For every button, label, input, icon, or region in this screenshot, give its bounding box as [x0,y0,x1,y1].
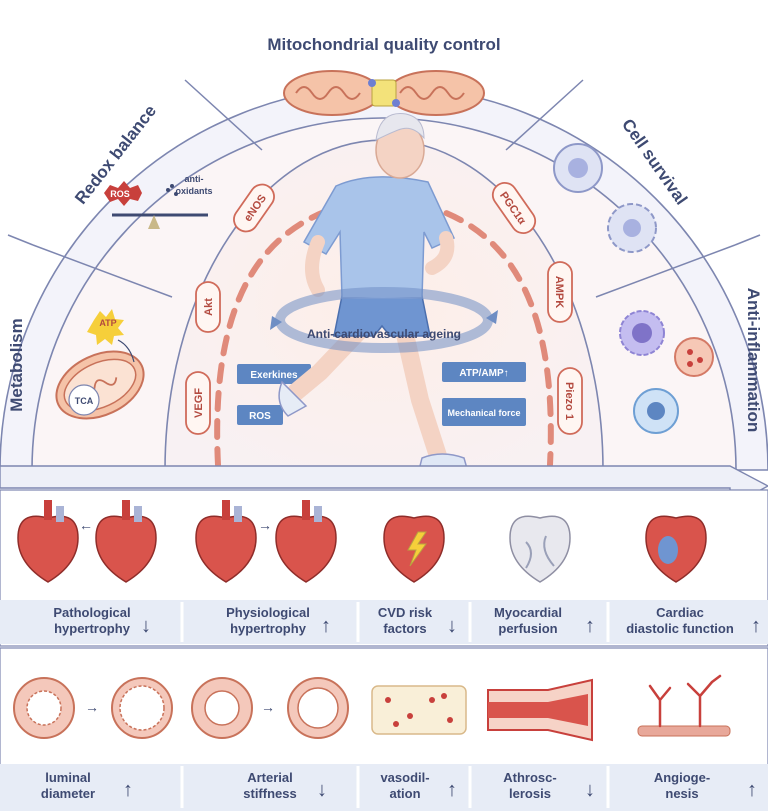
transition-arrow: → [85,699,99,715]
sector-label-mitochondrial-quality-control: Mitochondrial quality control [267,35,500,54]
stimulus-box-mechanical-force: Mechanical force [442,398,526,426]
svg-text:↑: ↑ [751,615,761,637]
pathway-pill-piezo1: Piezo 1 [557,367,583,435]
svg-text:AMPK: AMPK [553,276,565,308]
svg-text:VEGF: VEGF [193,388,205,418]
svg-text:Mechanical force: Mechanical force [447,408,520,418]
svg-text:Angioge-: Angioge- [654,770,710,785]
svg-text:lerosis: lerosis [509,786,551,801]
heart-illustrations: ← → [17,500,707,583]
heart-risk-icon [383,515,445,583]
vessel-cross-section-icon [13,677,75,739]
vascular-caption-angiogenesis: Angioge- nesis ↑ [654,770,757,801]
svg-text:Physiological: Physiological [226,605,310,620]
tca-label: TCA [75,396,94,406]
svg-text:↓: ↓ [447,615,457,637]
cardiac-caption-cvd-risk-factors: CVD risk factors ↓ [378,605,457,637]
svg-text:ROS: ROS [249,411,271,422]
atp-label: ATP [99,318,116,328]
pathway-pill-akt: Akt [195,281,221,333]
svg-text:↓: ↓ [141,615,151,637]
svg-text:ation: ation [389,786,420,801]
heart-icon [95,500,157,583]
svg-text:↓: ↓ [585,779,595,801]
svg-text:↑: ↑ [447,779,457,801]
svg-text:hypertrophy: hypertrophy [54,621,131,636]
svg-text:Akt: Akt [203,298,215,316]
svg-text:diastolic function: diastolic function [626,621,734,636]
vasodilation-tissue-icon [371,685,467,735]
stimulus-box-ros: ROS [237,405,283,425]
svg-text:Exerkines: Exerkines [250,370,298,381]
pathway-dashed-arc [214,194,554,468]
pathway-pill-vegf: VEGF [185,371,211,435]
svg-text:Piezo 1: Piezo 1 [563,382,575,420]
cell-survival-cells-icon [553,143,657,253]
cardiac-caption-pathological-hypertrophy: Pathological hypertrophy ↓ [53,605,151,637]
vascular-caption-band [0,764,768,811]
cardiac-caption-myocardial-perfusion: Myocardial perfusion ↑ [494,605,595,637]
angiogenesis-vessels-icon [637,674,731,737]
vessel-cross-section-icon [287,677,349,739]
svg-text:Arterial: Arterial [247,770,293,785]
cardiac-caption-diastolic-function: Cardiac diastolic function ↑ [626,605,761,637]
sector-label-anti-inflammation: Anti-inflammation [744,288,763,433]
transition-arrow: → [258,517,272,533]
stimulus-box-exerkines: Exerkines [237,364,311,384]
vessel-cross-section-icon [191,677,253,739]
svg-text:luminal: luminal [45,770,91,785]
immune-cells-icon [619,310,714,434]
vascular-caption-arterial-stiffness: Arterial stiffness ↓ [243,770,327,801]
svg-text:↓: ↓ [317,779,327,801]
heart-icon [275,500,337,583]
svg-text:Cardiac: Cardiac [656,605,704,620]
stimulus-box-atp-amp: ATP/AMP↑ [442,362,526,382]
vascular-caption-luminal-diameter: luminal diameter ↑ [41,770,133,801]
svg-text:CVD risk: CVD risk [378,605,433,620]
svg-text:↑: ↑ [747,779,757,801]
anti-ageing-ring-label: Anti-cardiovascular ageing [307,327,461,341]
svg-text:hypertrophy: hypertrophy [230,621,307,636]
svg-text:↑: ↑ [123,779,133,801]
svg-text:diameter: diameter [41,786,95,801]
antioxidants-label-line2: oxidants [175,186,212,196]
pathway-pill-ampk: AMPK [547,261,573,323]
transition-arrow: → [261,699,275,715]
svg-text:perfusion: perfusion [498,621,557,636]
sector-label-metabolism: Metabolism [7,318,26,412]
redox-balance-icon: ROS anti- oxidants [104,174,213,229]
heart-diastolic-icon [645,515,707,583]
svg-text:Athrosc-: Athrosc- [503,770,556,785]
svg-text:Myocardial: Myocardial [494,605,562,620]
heart-icon [195,500,257,583]
cardiac-caption-band [0,600,768,644]
heart-icon [17,500,79,583]
svg-text:nesis: nesis [665,786,698,801]
svg-text:ATP/AMP↑: ATP/AMP↑ [459,368,508,379]
svg-text:Pathological: Pathological [53,605,130,620]
vascular-caption-vasodilation: vasodil- ation ↑ [380,770,457,801]
svg-text:↑: ↑ [321,615,331,637]
svg-text:vasodil-: vasodil- [380,770,429,785]
heart-perfusion-icon [509,515,571,583]
svg-text:factors: factors [383,621,426,636]
cardiac-caption-physiological-hypertrophy: Physiological hypertrophy ↑ [226,605,331,637]
atherosclerotic-vessel-icon [487,678,593,742]
mitochondria-fusion-icon [283,70,485,116]
transition-arrow: ← [79,517,93,533]
svg-text:stiffness: stiffness [243,786,296,801]
antioxidants-label-line1: anti- [185,174,204,184]
anti-ageing-ring: Anti-cardiovascular ageing [270,287,498,353]
vessel-cross-section-icon [111,677,173,739]
vascular-caption-atherosclerosis: Athrosc- lerosis ↓ [503,770,595,801]
svg-text:↑: ↑ [585,615,595,637]
metabolism-mitochondrion-icon: TCA ATP [55,309,145,420]
ros-label: ROS [110,189,130,199]
